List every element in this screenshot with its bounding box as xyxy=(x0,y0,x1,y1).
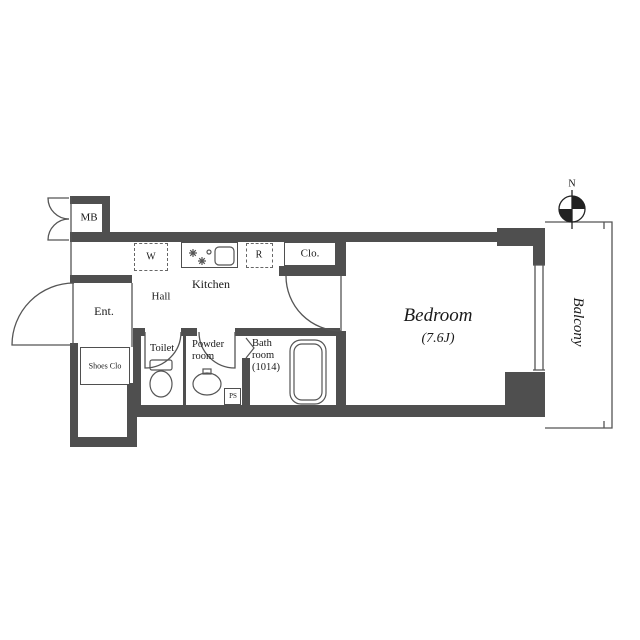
label-entrance: Ent. xyxy=(94,304,114,319)
compass-fill-sw xyxy=(559,209,572,222)
shoes-closet-box xyxy=(80,347,130,385)
entrance-door-arc xyxy=(11,282,75,346)
label-powder-room: Powder room xyxy=(192,339,225,363)
wall-left-lower xyxy=(70,343,78,447)
label-balcony: Balcony xyxy=(570,297,586,347)
wall-corner-block xyxy=(497,228,545,246)
washer-box xyxy=(134,243,168,271)
powder-door-arc xyxy=(198,331,236,369)
wall-pillar xyxy=(505,372,545,417)
label-north: N xyxy=(568,178,576,190)
closet-box xyxy=(284,242,336,266)
wall-mb-right xyxy=(102,196,110,240)
washbasin-icon xyxy=(192,372,222,396)
compass-icon xyxy=(558,190,586,229)
stove-burner-icon xyxy=(198,257,206,265)
wall-closet-bottom xyxy=(279,266,346,276)
mb-door-top-arc xyxy=(47,197,70,220)
label-bath-room: Bath room (1014) xyxy=(252,338,280,374)
stove-burner-icon xyxy=(189,249,197,257)
wall-water-top-2 xyxy=(181,328,197,336)
wall-water-top-3 xyxy=(235,328,340,336)
mb-door-bottom-arc xyxy=(47,218,70,241)
label-bedroom-size: (7.6J) xyxy=(421,330,455,346)
toilet-door-arc xyxy=(144,331,182,369)
compass-fill-ne xyxy=(572,196,585,209)
toilet-tank-icon xyxy=(149,359,173,371)
label-washer: W xyxy=(146,251,156,263)
label-closet: Clo. xyxy=(300,247,320,260)
label-meter-box: MB xyxy=(80,211,98,224)
wall-bath-bedroom xyxy=(336,331,346,417)
wall-bedroom-left-upper xyxy=(336,232,346,276)
bathtub-inner-icon xyxy=(293,343,323,401)
wall-mb-top xyxy=(70,196,110,204)
window-lines xyxy=(533,264,545,371)
wall-bottom-left xyxy=(70,437,137,447)
bath-door-chevron-icon xyxy=(245,337,255,359)
bathtub-icon xyxy=(289,339,327,405)
label-kitchen: Kitchen xyxy=(192,277,230,292)
washbasin-tap-icon xyxy=(202,368,212,375)
fridge-box xyxy=(246,243,273,268)
wall-powder-bath-divider xyxy=(242,358,250,405)
wall-top xyxy=(70,232,545,242)
wall-toilet-left xyxy=(133,328,141,405)
label-toilet: Toilet xyxy=(149,342,175,354)
label-hall: Hall xyxy=(151,290,171,303)
label-bedroom: Bedroom xyxy=(403,305,473,327)
label-fridge: R xyxy=(255,249,263,261)
sink-basin-icon xyxy=(214,246,235,266)
toilet-bowl-icon xyxy=(149,370,173,398)
pipe-space-box xyxy=(224,388,241,405)
wall-toilet-powder-divider xyxy=(183,336,186,405)
label-shoes-closet: Shoes Clo xyxy=(88,361,122,371)
sink-faucet-icon xyxy=(206,249,212,255)
wall-entrance-top xyxy=(70,275,132,283)
label-pipe-space: PS xyxy=(229,391,237,400)
bedroom-door-arc xyxy=(285,275,342,332)
balcony-outline xyxy=(545,221,613,429)
